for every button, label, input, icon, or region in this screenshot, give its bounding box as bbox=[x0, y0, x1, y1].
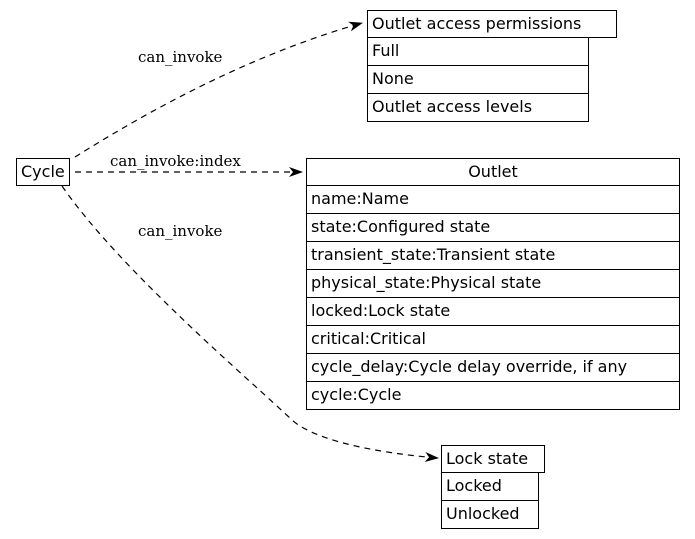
node-outlet-row: transient_state:Transient state bbox=[306, 242, 680, 270]
node-permissions-row: None bbox=[367, 66, 589, 94]
node-lock-state: Lock state Locked Unlocked bbox=[441, 445, 545, 529]
edge-label-can-invoke-index: can_invoke:index bbox=[110, 152, 241, 170]
node-outlet-row: cycle:Cycle bbox=[306, 382, 680, 410]
edge-label-can-invoke-1: can_invoke bbox=[138, 48, 223, 66]
node-cycle-label: Cycle bbox=[21, 162, 65, 181]
node-outlet-row: name:Name bbox=[306, 186, 680, 214]
edge-label-can-invoke-2: can_invoke bbox=[138, 222, 223, 240]
node-outlet: Outlet name:Name state:Configured state … bbox=[306, 158, 680, 410]
node-outlet-row: critical:Critical bbox=[306, 326, 680, 354]
node-outlet-access-permissions: Outlet access permissions Full None Outl… bbox=[367, 10, 617, 122]
node-lockstate-row: Unlocked bbox=[441, 501, 539, 529]
node-permissions-header: Outlet access permissions bbox=[367, 10, 617, 38]
edge-cycle-to-lockstate bbox=[61, 185, 439, 462]
edge-cycle-to-permissions bbox=[74, 21, 363, 158]
node-outlet-row: physical_state:Physical state bbox=[306, 270, 680, 298]
node-permissions-row: Outlet access levels bbox=[367, 94, 589, 122]
node-outlet-row: cycle_delay:Cycle delay override, if any bbox=[306, 354, 680, 382]
node-lockstate-header: Lock state bbox=[441, 445, 545, 473]
node-lockstate-row: Locked bbox=[441, 473, 539, 501]
node-permissions-row: Full bbox=[367, 38, 589, 66]
node-outlet-row: locked:Lock state bbox=[306, 298, 680, 326]
node-cycle: Cycle bbox=[16, 158, 70, 186]
node-outlet-header: Outlet bbox=[306, 158, 680, 186]
node-outlet-row: state:Configured state bbox=[306, 214, 680, 242]
